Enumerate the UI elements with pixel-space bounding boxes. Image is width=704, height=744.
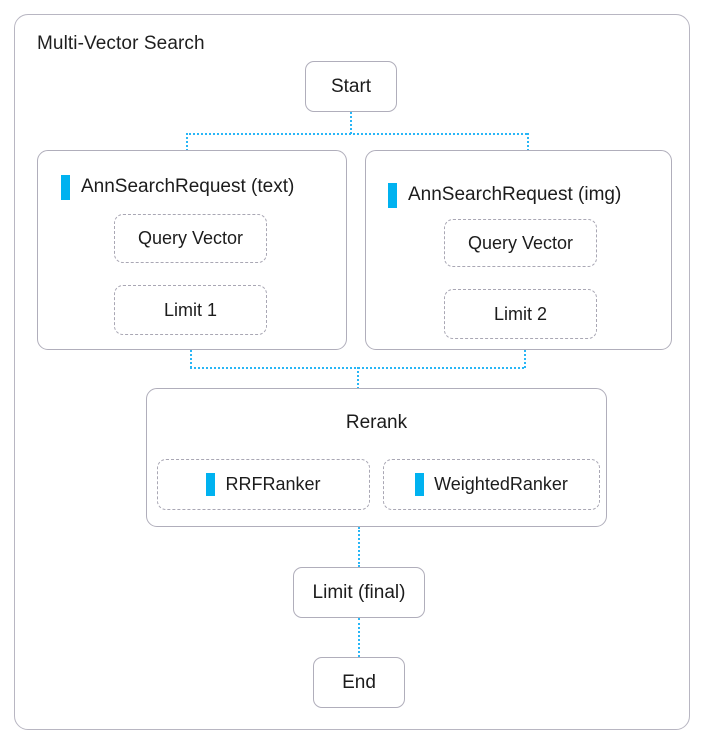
node-end[interactable]: End [313, 657, 405, 708]
subnode-query-vector-text-label: Query Vector [137, 228, 244, 248]
subnode-limit-1-label: Limit 1 [163, 299, 217, 320]
accent-bar-icon [206, 473, 216, 496]
subnode-limit-1[interactable]: Limit 1 [114, 285, 267, 335]
edge-limit-final-to-end [358, 618, 360, 657]
node-rerank-label: Rerank [345, 412, 408, 433]
subnode-query-vector-img[interactable]: Query Vector [444, 219, 597, 267]
subnode-rrf-ranker[interactable]: RRFRanker [157, 459, 370, 510]
subnode-weighted-ranker-label: WeightedRanker [434, 474, 568, 494]
accent-bar-icon [61, 174, 70, 200]
node-ann-search-request-img-label: AnnSearchRequest (img) [408, 184, 622, 205]
subnode-query-vector-text[interactable]: Query Vector [114, 214, 267, 263]
subnode-limit-2[interactable]: Limit 2 [444, 289, 597, 339]
multi-vector-search-group [14, 14, 690, 730]
node-start[interactable]: Start [305, 61, 397, 112]
node-ann-search-request-text-label: AnnSearchRequest (text) [81, 176, 295, 197]
node-limit-final-label: Limit (final) [312, 581, 406, 603]
subnode-query-vector-img-label: Query Vector [467, 232, 574, 253]
edge-rerank-to-limit-final [358, 527, 360, 567]
node-start-label: Start [330, 75, 372, 97]
edge-branch-bus [186, 133, 527, 135]
accent-bar-icon [415, 473, 425, 496]
edge-bus-to-request-text [186, 133, 188, 151]
node-end-label: End [342, 671, 376, 693]
edge-request-img-to-merge [524, 350, 526, 368]
node-limit-final[interactable]: Limit (final) [293, 567, 425, 618]
edge-start-to-bus [350, 112, 352, 134]
edge-bus-to-request-img [527, 133, 529, 151]
accent-bar-icon [388, 182, 397, 208]
node-ann-search-request-text-header: AnnSearchRequest (text) [61, 174, 294, 200]
node-ann-search-request-img-header: AnnSearchRequest (img) [388, 182, 621, 208]
page-title: Multi-Vector Search [37, 33, 205, 54]
edge-request-text-to-merge [190, 350, 192, 368]
subnode-rrf-ranker-label: RRFRanker [225, 474, 321, 494]
edge-merge-to-rerank [357, 367, 359, 389]
subnode-weighted-ranker[interactable]: WeightedRanker [383, 459, 600, 510]
subnode-limit-2-label: Limit 2 [493, 303, 547, 324]
